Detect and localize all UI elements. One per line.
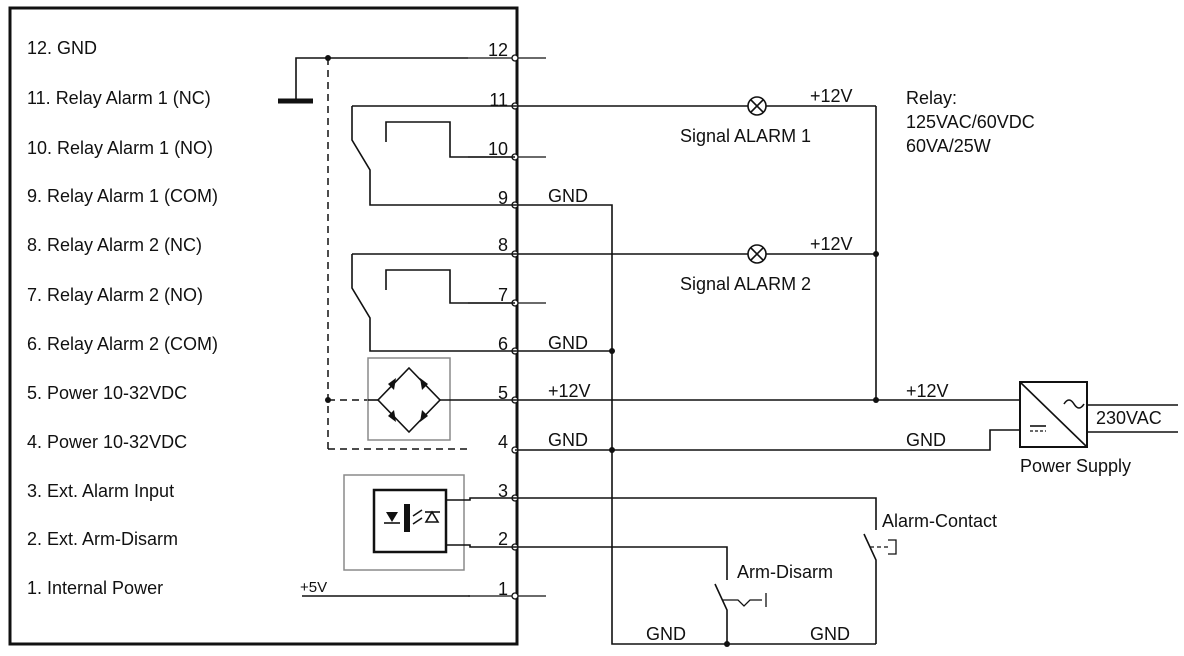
signal-lamp-1-icon	[747, 96, 767, 116]
internal-5v-label: +5V	[300, 579, 327, 596]
external-wiring	[515, 105, 1178, 645]
terminal-points	[468, 54, 546, 600]
alarm-contact-label: Alarm-Contact	[882, 511, 997, 531]
terminal-label-6: 6. Relay Alarm 2 (COM)	[27, 334, 218, 354]
junction-dots	[609, 251, 879, 647]
device-enclosure	[8, 6, 519, 646]
terminal-number-2: 2	[498, 529, 508, 549]
signal-lamp-2-icon	[747, 244, 767, 264]
plus12v-label-terminal-5: +12V	[548, 381, 591, 401]
signal-alarm-1-label: Signal ALARM 1	[680, 126, 811, 146]
terminal-number-3: 3	[498, 481, 508, 501]
terminal-number-1: 1	[498, 579, 508, 599]
terminal-label-1: 1. Internal Power	[27, 578, 163, 598]
relay-title: Relay:	[906, 88, 957, 108]
alarm-contact-switch-icon	[870, 539, 897, 555]
gnd-label-bottom-right: GND	[810, 624, 850, 644]
gnd-label-terminal-4: GND	[548, 430, 588, 450]
terminal-label-8: 8. Relay Alarm 2 (NC)	[27, 235, 202, 255]
terminal-number-12: 12	[488, 40, 508, 60]
terminal-label-11: 11. Relay Alarm 1 (NC)	[27, 88, 211, 108]
gnd-label-bottom-left: GND	[646, 624, 686, 644]
mains-label: 230VAC	[1096, 408, 1162, 428]
plus12v-label-alarm-1: +12V	[810, 86, 853, 106]
arm-disarm-label: Arm-Disarm	[737, 562, 833, 582]
relay-2-contact	[351, 253, 515, 352]
terminal-number-11: 11	[489, 90, 508, 110]
terminal-label-10: 10. Relay Alarm 1 (NO)	[27, 138, 213, 158]
internal-ground	[278, 55, 470, 450]
terminal-label-4: 4. Power 10-32VDC	[27, 432, 187, 452]
optocoupler	[343, 474, 515, 571]
terminal-label-5: 5. Power 10-32VDC	[27, 383, 187, 403]
signal-alarm-2-label: Signal ALARM 2	[680, 274, 811, 294]
terminal-label-2: 2. Ext. Arm-Disarm	[27, 529, 178, 549]
relay-rating-2: 60VA/25W	[906, 136, 991, 156]
terminal-number-5: 5	[498, 383, 508, 403]
terminal-number-9: 9	[498, 188, 508, 208]
bridge-rectifier	[367, 357, 515, 441]
plus12v-label-power-supply: +12V	[906, 381, 949, 401]
power-supply-label: Power Supply	[1020, 456, 1131, 476]
gnd-label-power-supply: GND	[906, 430, 946, 450]
relay-1-contact	[351, 105, 515, 206]
internal-5v-line: +5V	[300, 579, 470, 597]
terminal-label-9: 9. Relay Alarm 1 (COM)	[27, 186, 218, 206]
terminal-number-4: 4	[498, 432, 508, 452]
terminal-number-8: 8	[498, 235, 508, 255]
gnd-label-terminal-9: GND	[548, 186, 588, 206]
terminal-number-6: 6	[498, 334, 508, 354]
power-supply-icon	[1019, 381, 1088, 448]
terminal-label-7: 7. Relay Alarm 2 (NO)	[27, 285, 203, 305]
terminal-label-12: 12. GND	[27, 38, 97, 58]
plus12v-label-alarm-2: +12V	[810, 234, 853, 254]
gnd-label-terminal-6: GND	[548, 333, 588, 353]
terminal-label-3: 3. Ext. Alarm Input	[27, 481, 174, 501]
terminal-number-10: 10	[488, 139, 508, 159]
arm-disarm-switch-icon	[722, 593, 767, 607]
terminal-number-7: 7	[498, 285, 508, 305]
relay-rating-1: 125VAC/60VDC	[906, 112, 1035, 132]
